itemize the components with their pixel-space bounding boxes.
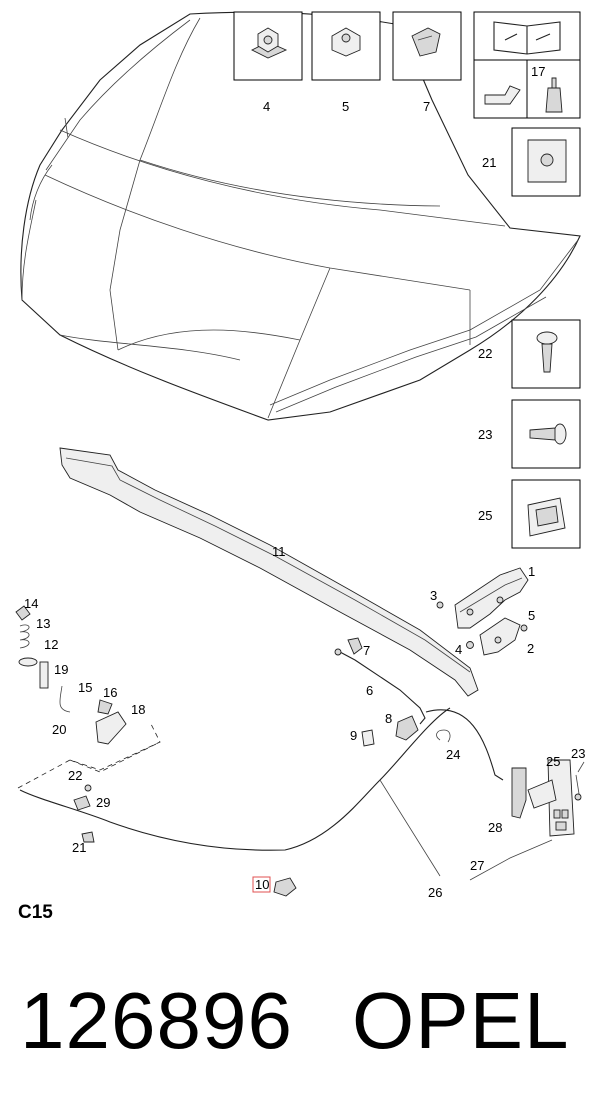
callout-8: 8 bbox=[385, 711, 392, 726]
callout-28: 28 bbox=[488, 820, 502, 835]
callout-5b: 5 bbox=[528, 608, 535, 623]
callout-16: 16 bbox=[103, 685, 117, 700]
callout-23: 23 bbox=[478, 427, 492, 442]
legend-box-21 bbox=[511, 127, 581, 197]
bonnet-hinge bbox=[436, 567, 529, 656]
legend-box-22 bbox=[511, 319, 581, 389]
callout-15: 15 bbox=[78, 680, 92, 695]
callout-11: 11 bbox=[272, 544, 286, 559]
callout-21b: 21 bbox=[72, 840, 86, 855]
callout-23b: 23 bbox=[571, 746, 585, 761]
callout-4b: 4 bbox=[455, 642, 462, 657]
callout-21: 21 bbox=[482, 155, 496, 170]
legend-box-5 bbox=[311, 11, 381, 81]
part-number: 126896 bbox=[20, 976, 293, 1065]
repair-manual-icon bbox=[493, 21, 561, 55]
left-latch-kit bbox=[15, 605, 161, 843]
release-handle-bracket bbox=[469, 759, 585, 881]
release-cable bbox=[19, 707, 504, 877]
callout-17: 17 bbox=[531, 64, 545, 79]
callout-10: 10 bbox=[255, 877, 269, 892]
callout-7b: 7 bbox=[363, 643, 370, 658]
callout-20: 20 bbox=[52, 722, 66, 737]
callout-6: 6 bbox=[366, 683, 373, 698]
legend-box-4 bbox=[233, 11, 303, 81]
callout-24: 24 bbox=[446, 747, 460, 762]
callout-12: 12 bbox=[44, 637, 58, 652]
callout-14: 14 bbox=[24, 596, 38, 611]
callout-labels: 4 5 7 17 21 22 23 25 11 1 3 5 4 2 7 6 8 … bbox=[24, 64, 585, 900]
callout-25b: 25 bbox=[546, 754, 560, 769]
bonnet-seal-strip bbox=[59, 447, 479, 697]
section-code: C15 bbox=[18, 902, 53, 923]
legend-box-23 bbox=[511, 399, 581, 469]
callout-13: 13 bbox=[36, 616, 50, 631]
callout-22b: 22 bbox=[68, 768, 82, 783]
oil-can-icon bbox=[484, 85, 521, 105]
callout-4: 4 bbox=[263, 99, 270, 114]
callout-18: 18 bbox=[131, 702, 145, 717]
callout-25: 25 bbox=[478, 508, 492, 523]
bonnet-support-rod bbox=[334, 637, 426, 725]
bonnet-panel bbox=[20, 11, 581, 421]
callout-9: 9 bbox=[350, 728, 357, 743]
callout-3: 3 bbox=[430, 588, 437, 603]
callout-1: 1 bbox=[528, 564, 535, 579]
callout-19: 19 bbox=[54, 662, 68, 677]
callout-27: 27 bbox=[470, 858, 484, 873]
legend-box-25 bbox=[511, 479, 581, 549]
brand-name: OPEL bbox=[352, 976, 570, 1065]
callout-22: 22 bbox=[478, 346, 492, 361]
legend-box-tools bbox=[473, 11, 581, 119]
callout-29: 29 bbox=[96, 795, 110, 810]
callout-7: 7 bbox=[423, 99, 430, 114]
callout-2: 2 bbox=[527, 641, 534, 656]
lubricant-bottle-icon bbox=[545, 77, 563, 113]
legend-box-7 bbox=[392, 11, 462, 81]
latch-assembly bbox=[273, 715, 451, 897]
callout-highlight bbox=[252, 876, 271, 893]
callout-26: 26 bbox=[428, 885, 442, 900]
callout-5: 5 bbox=[342, 99, 349, 114]
